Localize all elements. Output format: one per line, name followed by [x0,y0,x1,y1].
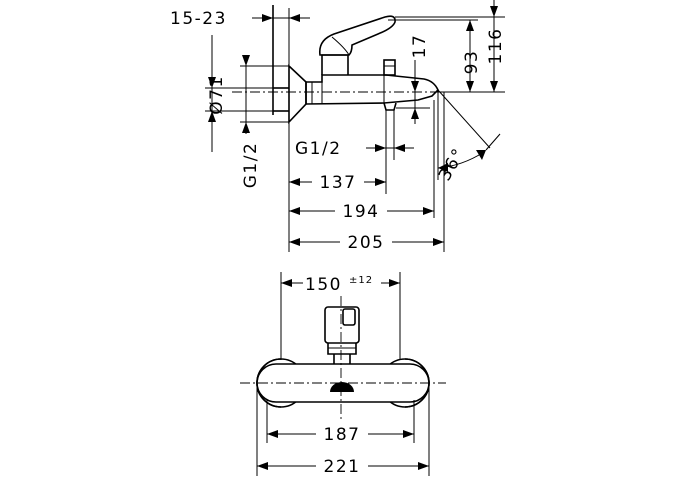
arrow [375,178,386,186]
lever-handle [318,15,396,56]
arrow [289,14,300,22]
dim-150-tolerance: ±12 [349,275,373,286]
label-bg [335,199,387,221]
front-lever-cap [342,308,356,326]
arrow [289,207,300,215]
arrow [476,150,486,160]
arrow [423,207,434,215]
arrow [490,6,498,17]
front-lever [324,306,360,344]
dim-36-label: 36° [435,145,470,185]
arrow [375,144,386,152]
arrow [418,462,429,470]
dim-205-label: 205 [348,233,385,253]
arrow [281,279,292,287]
angle-leg [437,89,491,149]
dim-15-23-label: 15-23 [170,9,227,29]
arrow [433,238,444,246]
dim-g12-vertical-label: G1/2 [241,142,261,189]
rosette-flange [288,64,307,125]
label-bg [340,230,392,252]
label-bg [312,170,364,192]
arrow [267,430,278,438]
front-neck [333,354,351,364]
arrow [411,108,419,119]
label-bg [303,272,381,294]
arrow [208,77,216,88]
diverter-knob [383,59,396,76]
arrow [262,14,273,22]
dim-g12-label: G1/2 [295,139,342,159]
label-bg [316,454,368,476]
dim-150-label: 150 [305,275,342,295]
arrow [257,462,268,470]
dim-116-label: 116 [486,28,506,65]
arrow [466,81,474,92]
arrow [289,238,300,246]
arrow [438,163,448,172]
dim-221-label: 221 [324,457,361,477]
arrow [242,55,250,66]
spout-outlet [383,102,397,111]
faucet-body [305,74,439,105]
lever-detail [331,36,350,56]
arrow [289,178,300,186]
dim-187-label: 187 [324,425,361,445]
arrow [242,122,250,133]
front-outlet [330,382,354,392]
angle-leader [485,133,501,151]
dim-137-label: 137 [320,173,357,193]
arrow [389,279,400,287]
arrow [394,144,405,152]
front-view: 150 ±12 187 [240,272,446,477]
side-view: 93 116 17 15-23 Ø71 G1/2 [170,0,506,253]
arrow [403,430,414,438]
arrow [208,111,216,122]
arrow [490,81,498,92]
dim-194-label: 194 [343,202,380,222]
label-bg [316,422,368,444]
cartridge-housing [321,54,349,75]
dim-17-label: 17 [410,34,430,59]
arrow [411,81,419,92]
arrow [466,20,474,31]
dim-93-label: 93 [462,50,482,75]
